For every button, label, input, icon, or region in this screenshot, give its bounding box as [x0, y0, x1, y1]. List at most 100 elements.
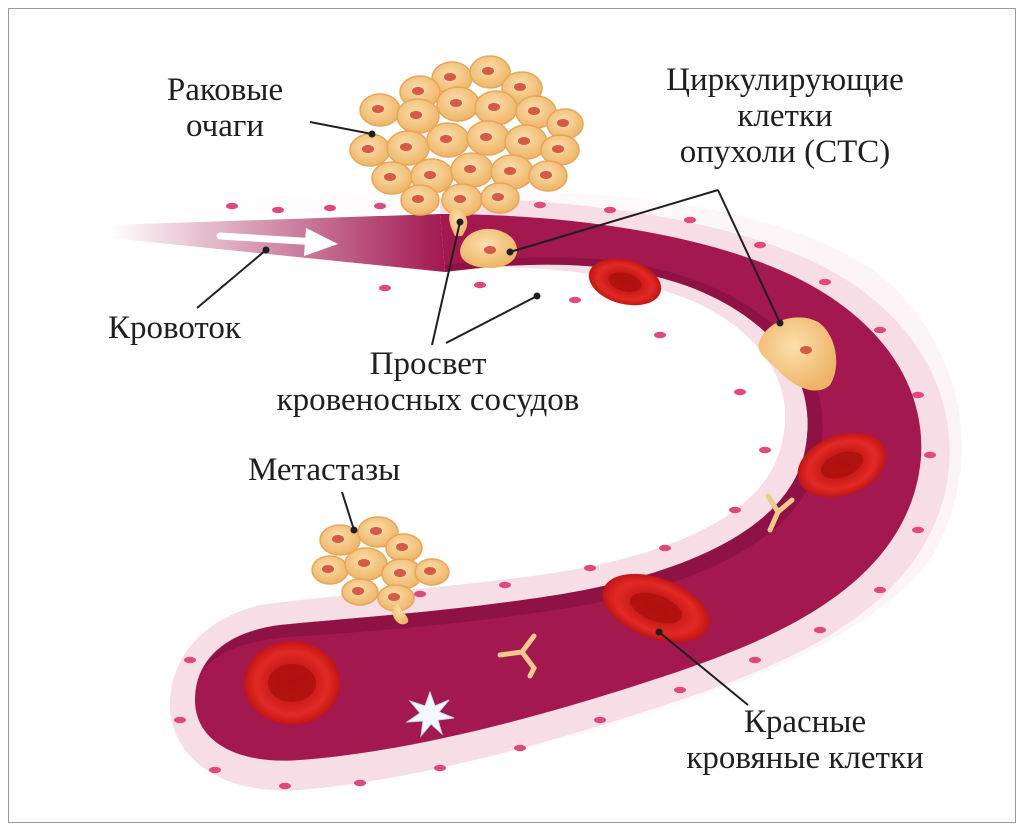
tumor-cell — [480, 182, 520, 214]
tumor-cell — [344, 547, 388, 581]
wall-dot — [174, 716, 186, 724]
label-metastases: Метастазы — [248, 452, 401, 488]
wall-dot — [569, 296, 581, 304]
tumor-cell — [341, 578, 379, 606]
wall-dot — [674, 686, 686, 694]
tumor-cell — [349, 133, 391, 167]
label-cancer-foci-line1: Раковые — [166, 72, 284, 108]
tumor-cell — [469, 55, 511, 89]
wall-dot — [594, 716, 606, 724]
wall-dot — [184, 656, 196, 664]
label-cancer-foci-line2: очаги — [185, 108, 265, 144]
leader-blood-flow — [196, 249, 267, 309]
label-rbc-line2: кровяные клетки — [686, 740, 924, 776]
wall-dot — [729, 506, 741, 514]
tumor-cell — [504, 124, 548, 160]
wall-dot — [684, 216, 696, 224]
wall-dot — [874, 326, 886, 334]
metastasis-stalk — [392, 600, 409, 625]
leader-cancer-foci — [309, 121, 373, 135]
leader-dots — [262, 130, 784, 636]
label-red-blood-cells: Красные кровяные клетки — [655, 704, 955, 776]
tumor-cell — [515, 95, 557, 129]
wall-dot — [912, 526, 924, 534]
vessel-wall-dots — [174, 201, 936, 790]
metastasis-cluster — [311, 516, 450, 625]
wall-dot — [379, 284, 391, 292]
tumor-cell — [311, 555, 349, 585]
wall-dot — [912, 391, 924, 399]
red-blood-cells — [244, 258, 887, 725]
wall-dot — [374, 202, 386, 210]
wall-dot — [279, 782, 291, 790]
tumor-cell — [319, 524, 361, 556]
tumor-cell — [431, 61, 473, 95]
tumor-cell — [359, 93, 401, 127]
wall-dot — [819, 278, 831, 286]
leader-rbc — [658, 631, 749, 706]
tumor-cell — [441, 183, 483, 217]
tumor-cell — [466, 120, 510, 156]
wall-dot — [874, 586, 886, 594]
label-ctc-line2: клетки — [737, 98, 833, 134]
star-platelet-icon — [405, 690, 455, 738]
label-ctc: Циркулирующие клетки опухоли (СТС) — [640, 62, 930, 170]
wall-dot — [434, 764, 446, 772]
wall-dot — [924, 451, 936, 459]
tumor-cell — [528, 160, 568, 192]
tumor-cell — [450, 152, 494, 188]
tumor-cell — [400, 184, 440, 216]
red-blood-cell — [244, 641, 340, 725]
wall-dot — [272, 206, 284, 214]
wall-dot — [499, 581, 511, 589]
leader-ctc-1 — [509, 189, 719, 253]
wall-dot — [759, 446, 771, 454]
red-blood-cell — [797, 432, 887, 498]
tumor-cell — [540, 134, 580, 166]
tumor-cell — [357, 516, 399, 548]
y-shaped-antibody-icon — [765, 493, 795, 533]
label-lumen-line2: кровеносных сосудов — [276, 382, 580, 418]
wall-dot — [584, 564, 596, 572]
wall-dot — [654, 331, 666, 339]
wall-dot — [474, 281, 486, 289]
wall-dot — [604, 206, 616, 214]
label-blood-flow: Кровоток — [108, 310, 241, 346]
red-blood-cell — [602, 573, 710, 643]
wall-dot — [814, 626, 826, 634]
leader-lines — [196, 121, 781, 706]
label-ctc-line3: опухоли (СТС) — [679, 134, 891, 170]
label-rbc-line1: Красные — [743, 704, 867, 740]
circulating-tumor-cell — [460, 228, 518, 268]
wall-dot — [754, 241, 766, 249]
wall-dot — [414, 590, 426, 598]
wall-dot — [659, 544, 671, 552]
flow-arrow-icon — [216, 228, 338, 256]
tumor-cell — [414, 558, 450, 586]
y-shaped-antibody-icon — [497, 633, 537, 679]
wall-dot — [324, 204, 336, 212]
tumor-cell — [426, 122, 470, 158]
leader-lumen-2 — [445, 295, 538, 344]
label-cancer-foci: Раковые очаги — [150, 72, 300, 144]
leader-ctc-2 — [717, 189, 781, 324]
wall-dot — [734, 388, 746, 396]
label-lumen-line1: Просвет — [369, 346, 487, 382]
vessel-lumen — [195, 214, 922, 761]
label-ctc-line1: Циркулирующие — [666, 62, 904, 98]
tumor-cell — [436, 86, 480, 122]
tumor-cell — [386, 130, 430, 166]
tumor-cluster — [349, 55, 584, 236]
tumor-cell — [385, 533, 423, 563]
tumor-cell — [546, 108, 584, 140]
wall-dot — [209, 766, 221, 774]
wall-dot — [226, 202, 238, 210]
wall-dot — [749, 656, 761, 664]
label-lumen: Просвет кровеносных сосудов — [238, 346, 618, 418]
wall-dot — [354, 779, 366, 787]
circulating-tumor-cell — [758, 317, 837, 391]
wall-dot — [534, 201, 546, 209]
tumor-cell — [371, 161, 413, 195]
wall-dot — [514, 744, 526, 752]
